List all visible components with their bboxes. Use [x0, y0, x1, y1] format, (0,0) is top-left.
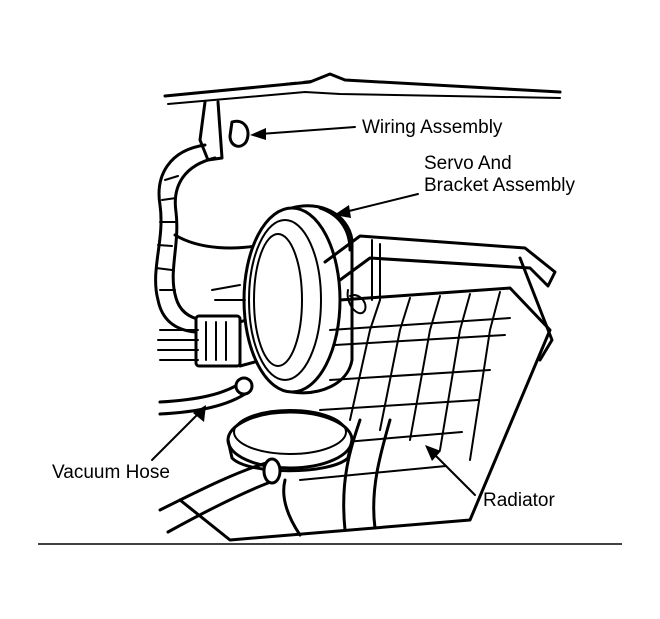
- label-vacuum-hose: Vacuum Hose: [52, 462, 170, 483]
- leader-radiator: [425, 445, 476, 496]
- label-radiator: Radiator: [483, 490, 555, 511]
- label-wiring-assembly: Wiring Assembly: [362, 117, 503, 138]
- wiring-harness: [154, 143, 264, 334]
- hood-edge: [163, 72, 562, 105]
- servo-bracket: [323, 234, 557, 362]
- radiator-cap: [226, 409, 354, 473]
- label-servo-and-bracket-line2: Bracket Assembly: [424, 175, 575, 196]
- filler-neck: [158, 457, 282, 534]
- leader-vacuum: [151, 405, 206, 461]
- mount-strap: [198, 100, 250, 162]
- leader-servo: [334, 193, 419, 218]
- servo-housing: [211, 204, 354, 395]
- leader-wiring: [250, 126, 356, 140]
- label-servo-and-bracket-line1: Servo And: [424, 153, 512, 174]
- vacuum-hose: [158, 376, 254, 416]
- radiator-core: [178, 286, 552, 542]
